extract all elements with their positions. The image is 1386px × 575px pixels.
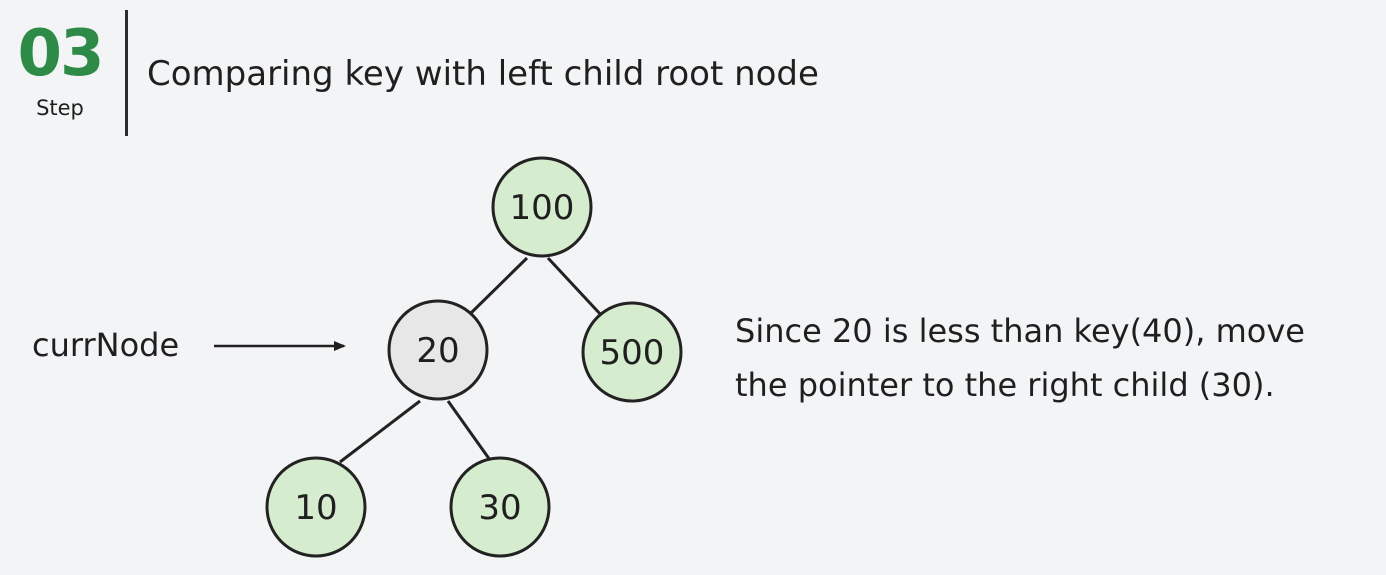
edge-20-10 xyxy=(339,399,421,464)
explanation-line-2: the pointer to the right child (30). xyxy=(735,366,1275,404)
step-label: Step xyxy=(36,96,84,120)
explanation-text: Since 20 is less than key(40), move the … xyxy=(735,304,1375,412)
node-circle-left-right xyxy=(449,456,551,558)
node-circle-left-left xyxy=(265,456,367,558)
tree-node-right: 500 xyxy=(581,301,683,403)
node-circle-left xyxy=(387,299,489,401)
node-value-left-right: 30 xyxy=(478,488,521,528)
tree-node-root: 100 xyxy=(491,156,593,258)
step-number: 03 xyxy=(17,17,104,91)
edge-100-500 xyxy=(546,256,604,318)
tree-node-left-right: 30 xyxy=(449,456,551,558)
node-circle-right xyxy=(581,301,683,403)
node-value-right: 500 xyxy=(600,333,665,373)
curr-node-label: currNode xyxy=(32,326,180,364)
tree-node-left: 20 xyxy=(387,299,489,401)
node-circle-root xyxy=(491,156,593,258)
edge-100-20 xyxy=(469,256,529,315)
tree-node-left-left: 10 xyxy=(265,456,367,558)
step-title: Comparing key with left child root node xyxy=(147,54,819,94)
node-value-left-left: 10 xyxy=(294,488,337,528)
explanation-line-1: Since 20 is less than key(40), move xyxy=(735,312,1305,350)
node-value-root: 100 xyxy=(510,188,575,228)
step-divider xyxy=(125,10,128,136)
node-value-left: 20 xyxy=(416,331,459,371)
edge-20-30 xyxy=(446,400,492,461)
